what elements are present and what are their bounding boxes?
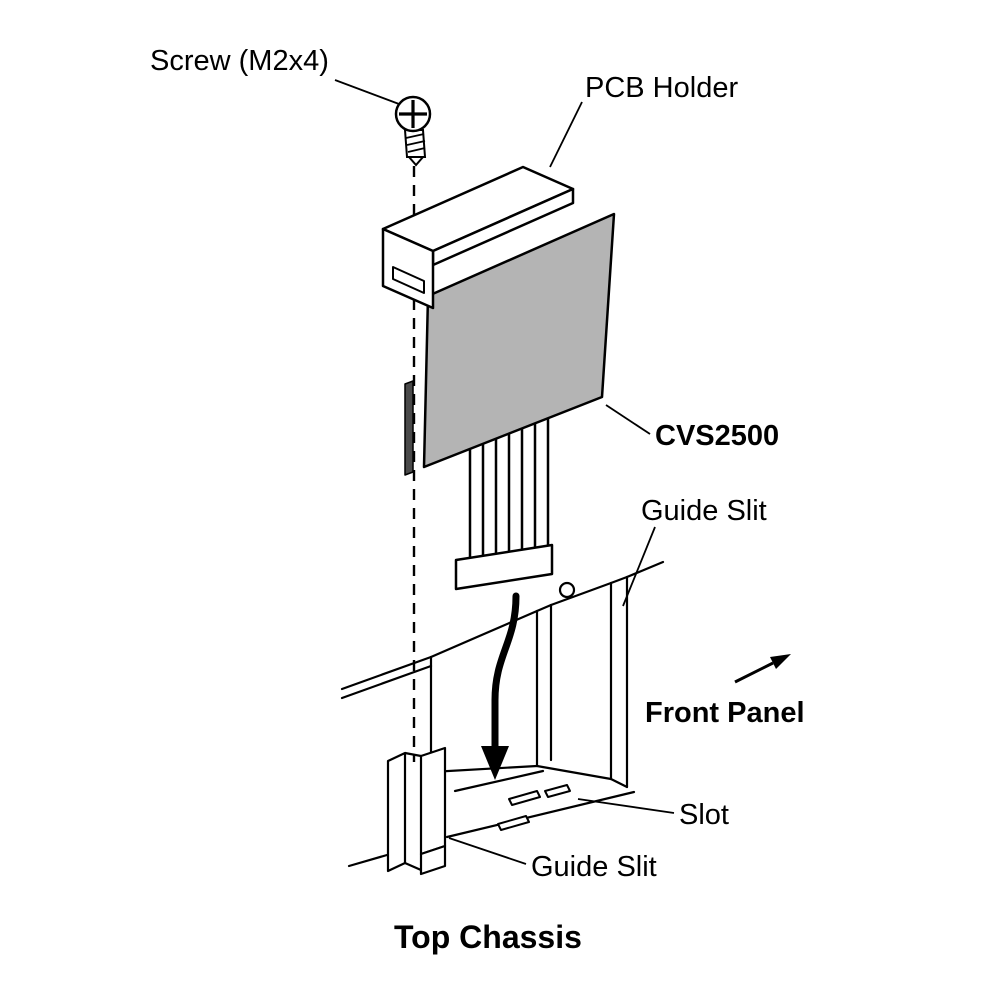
slot-mark	[508, 790, 541, 806]
cable-connector-graphic	[454, 543, 554, 591]
front-panel-fold-bottom	[609, 777, 629, 789]
chassis-back-edge-extension	[625, 560, 665, 579]
chassis-top-edge-right	[549, 581, 613, 607]
label-screw: Screw (M2x4)	[150, 45, 329, 77]
chassis-graphic	[340, 560, 665, 868]
pcb-holder-slot-notch	[392, 266, 425, 294]
chassis-bottom-left-edge	[347, 853, 389, 868]
chassis-left-edge-inner	[340, 664, 433, 700]
cvs2500-board-face	[422, 212, 616, 469]
insertion-arrow-shaft	[491, 592, 520, 752]
chassis-left-edge-outer	[340, 655, 433, 691]
screw-thread	[406, 140, 426, 146]
board-edge-connector	[404, 380, 414, 476]
slot-mark	[497, 815, 530, 831]
leader-slot	[577, 798, 675, 814]
guide-slit-left-graphic	[386, 746, 447, 876]
chassis-front-edge-upper	[453, 769, 545, 793]
insertion-arrow-head	[481, 746, 509, 780]
guide-slit-left-hook	[419, 844, 447, 876]
screw-tip	[406, 156, 426, 167]
guide-slit-left-back-bottom	[404, 861, 422, 872]
label-top-chassis: Top Chassis	[394, 919, 582, 955]
guide-slit-left-wall-a	[386, 751, 407, 873]
guide-slit-right-floor	[535, 764, 613, 781]
front-panel-fold-top	[609, 575, 629, 585]
leader-lines	[334, 79, 675, 865]
chassis-floor-front-edge	[429, 764, 539, 774]
guide-slit-left-wall-b	[419, 746, 447, 856]
screw-thread	[405, 133, 425, 139]
chassis-front-edge-long	[445, 790, 636, 839]
cvs2500-board-graphic	[404, 212, 616, 476]
guide-slit-right-top	[535, 603, 553, 613]
leader-pcb-holder	[549, 101, 583, 168]
diagram-labels: Screw (M2x4) PCB Holder CVS2500 Guide Sl…	[150, 45, 805, 955]
label-pcb-holder: PCB Holder	[585, 72, 738, 104]
label-cvs2500: CVS2500	[655, 420, 779, 452]
chassis-screw-hole	[558, 581, 576, 599]
pcb-holder-graphic	[381, 165, 575, 310]
chassis-top-edge-left	[429, 609, 539, 659]
slot-mark	[544, 784, 571, 798]
label-slot: Slot	[679, 799, 729, 831]
label-front-panel: Front Panel	[645, 697, 805, 729]
front-panel-arrow	[734, 654, 791, 684]
label-guide-slit-left: Guide Slit	[531, 851, 657, 883]
leader-cvs2500	[605, 404, 651, 435]
guide-slit-left-back-top	[404, 751, 422, 758]
front-panel-arrow-shaft	[734, 661, 774, 684]
slot-marks-graphic	[497, 784, 571, 831]
leader-screw	[334, 79, 400, 105]
ribbon-cable-graphic	[468, 418, 550, 560]
screw-thread	[407, 147, 426, 153]
leader-guide-slit-left	[448, 837, 527, 865]
front-panel-arrow-head	[770, 654, 791, 669]
leader-guide-slit-right	[622, 526, 656, 607]
label-guide-slit-right: Guide Slit	[641, 495, 767, 527]
insertion-arrow	[481, 592, 520, 780]
screw-graphic	[394, 95, 432, 167]
